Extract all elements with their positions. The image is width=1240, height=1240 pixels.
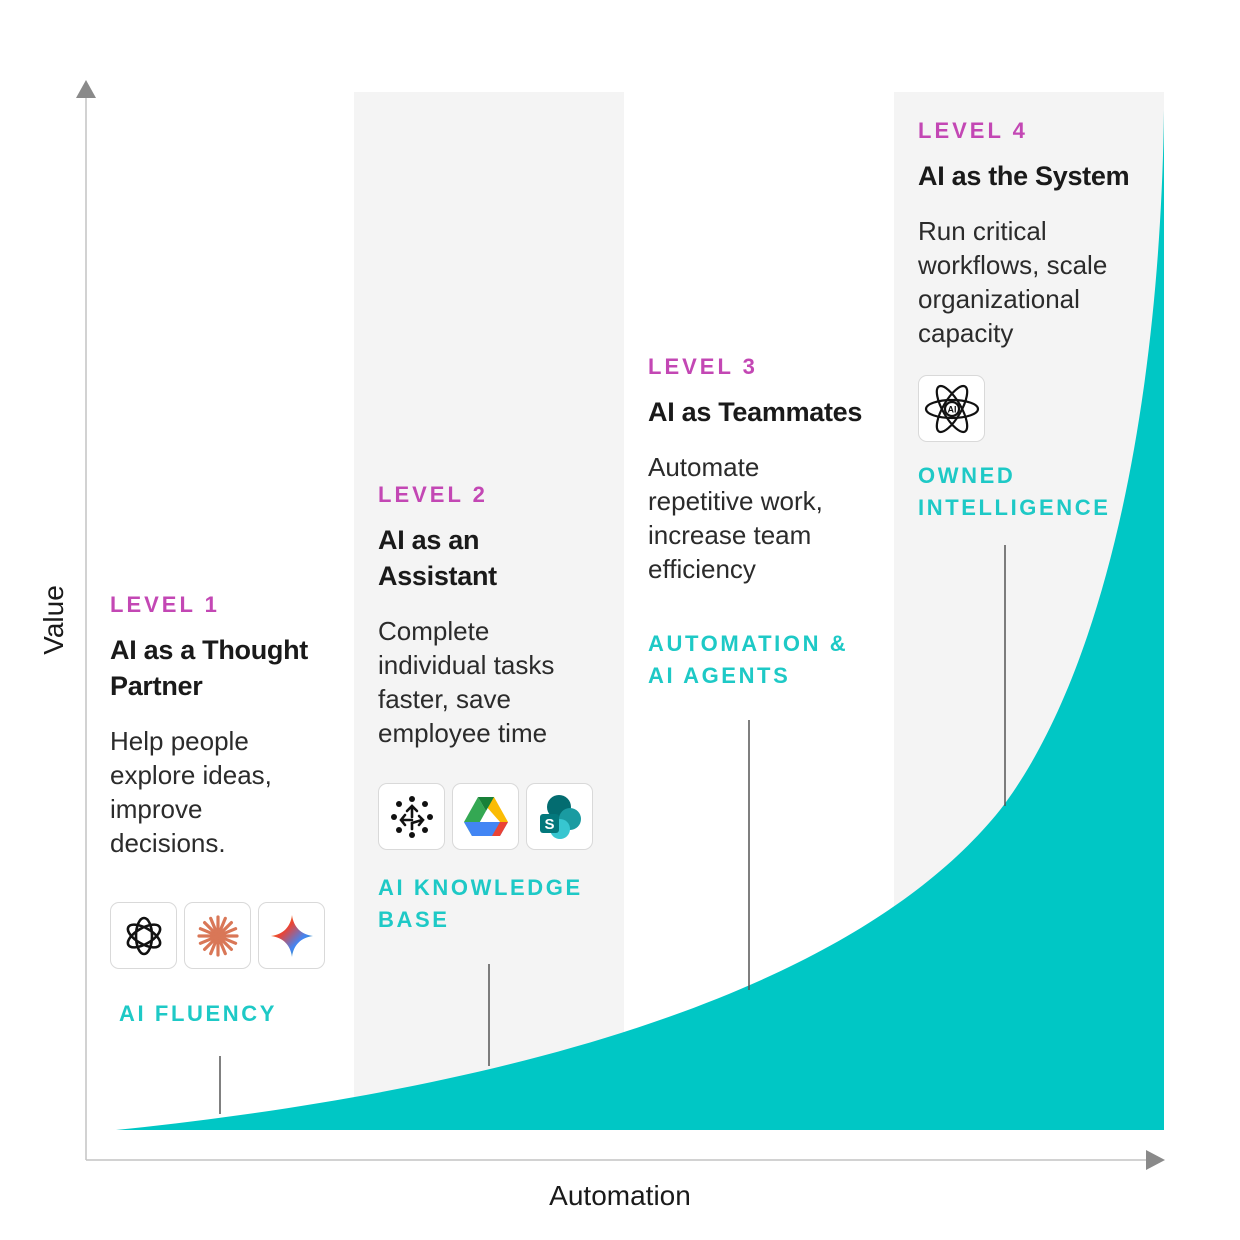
- growth-curve: [116, 110, 1164, 1130]
- level-3-description: Automate repetitive work, increase team …: [648, 452, 823, 584]
- level-3-category-block: AUTOMATION & AI AGENTS: [648, 628, 878, 692]
- level-1-label: LEVEL 1: [110, 592, 220, 617]
- level-3-label: LEVEL 3: [648, 354, 758, 379]
- level-2-category: AI KNOWLEDGE BASE: [378, 875, 583, 932]
- x-axis-arrow: [1146, 1150, 1165, 1170]
- svg-text:AI: AI: [947, 404, 956, 414]
- level-3-category: AUTOMATION & AI AGENTS: [648, 631, 849, 688]
- ai-atom-icon: AI: [918, 375, 985, 442]
- x-axis-label: Automation: [549, 1180, 691, 1211]
- y-axis-arrow: [76, 80, 96, 98]
- level-2-category-block: AI KNOWLEDGE BASE: [378, 872, 608, 936]
- claude-icon: [184, 902, 251, 969]
- openai-icon: [110, 902, 177, 969]
- level-1-category: AI FLUENCY: [119, 1001, 277, 1026]
- sharepoint-icon: S: [526, 783, 593, 850]
- google-drive-icon: [452, 783, 519, 850]
- band-level-2: [354, 92, 624, 1130]
- level-4-icons: AI: [918, 375, 985, 442]
- level-1-icons: [110, 902, 325, 969]
- level-4-category: OWNED INTELLIGENCE: [918, 463, 1111, 520]
- level-4-title: AI as the System: [918, 161, 1130, 191]
- y-axis-label: Value: [38, 585, 69, 655]
- glean-icon: [378, 783, 445, 850]
- level-2-block: LEVEL 2 AI as an Assistant Complete indi…: [378, 482, 608, 750]
- level-3-block: LEVEL 3 AI as Teammates Automate repetit…: [648, 354, 878, 586]
- level-4-block: LEVEL 4 AI as the System Run critical wo…: [918, 118, 1148, 350]
- level-1-block: LEVEL 1 AI as a Thought Partner Help peo…: [110, 592, 340, 860]
- level-2-icons: S: [378, 783, 593, 850]
- level-4-description: Run critical workflows, scale organizati…: [918, 216, 1108, 348]
- level-2-description: Complete individual tasks faster, save e…: [378, 616, 555, 748]
- svg-text:S: S: [544, 816, 554, 833]
- level-2-label: LEVEL 2: [378, 482, 488, 507]
- level-2-title: AI as an Assistant: [378, 525, 497, 591]
- level-1-title: AI as a Thought Partner: [110, 635, 309, 701]
- gemini-icon: [258, 902, 325, 969]
- level-4-category-block: OWNED INTELLIGENCE: [918, 460, 1158, 524]
- level-1-description: Help people explore ideas, improve decis…: [110, 726, 272, 858]
- level-3-title: AI as Teammates: [648, 397, 863, 427]
- level-4-label: LEVEL 4: [918, 118, 1028, 143]
